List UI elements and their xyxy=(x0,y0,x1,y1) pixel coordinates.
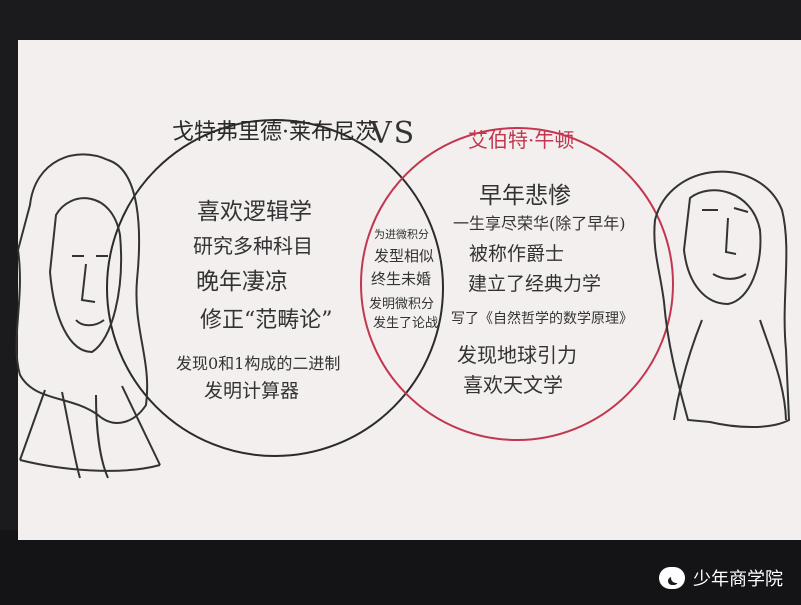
shared-fact-calculus-note: 为进微积分 xyxy=(374,228,429,241)
leibniz-fact-subjects: 研究多种科目 xyxy=(193,234,313,258)
newton-fact-gravity: 发现地球引力 xyxy=(457,343,577,367)
watermark: 少年商学院 xyxy=(659,565,783,591)
shared-fact-invention: 发明微积分 xyxy=(369,297,435,312)
shared-fact-dispute: 发生了论战 xyxy=(373,316,439,331)
leibniz-fact-binary: 发现0和1构成的二进制 xyxy=(176,354,341,373)
paper-sheet xyxy=(18,40,801,540)
leibniz-title: 戈特弗里德·莱布尼茨 xyxy=(172,120,377,145)
leibniz-fact-logic: 喜欢逻辑学 xyxy=(197,199,312,225)
shared-fact-hairstyle: 发型相似 xyxy=(374,247,435,265)
newton-fact-honors: 一生享尽荣华(除了早年) xyxy=(453,214,626,233)
versus-label: VS xyxy=(370,116,417,151)
leibniz-fact-calculator: 发明计算器 xyxy=(204,380,300,402)
newton-fact-early-life: 早年悲惨 xyxy=(479,183,571,209)
newton-fact-knight: 被称作爵士 xyxy=(469,243,565,265)
leibniz-portrait xyxy=(15,153,161,479)
watermark-text: 少年商学院 xyxy=(693,569,783,590)
newton-fact-principia: 写了《自然哲学的数学原理》 xyxy=(451,311,633,327)
newton-fact-mechanics: 建立了经典力学 xyxy=(468,273,602,295)
right-circle xyxy=(360,127,674,441)
leibniz-fact-category-theory: 修正“范畴论” xyxy=(200,308,333,333)
wechat-icon xyxy=(659,567,685,589)
newton-fact-astronomy: 喜欢天文学 xyxy=(463,373,563,397)
shared-fact-unmarried: 终生未婚 xyxy=(371,270,432,288)
leibniz-fact-late-life: 晚年凄凉 xyxy=(196,269,288,295)
newton-portrait xyxy=(653,170,791,428)
newton-title: 艾伯特·牛顿 xyxy=(468,128,575,152)
left-circle xyxy=(106,119,444,457)
